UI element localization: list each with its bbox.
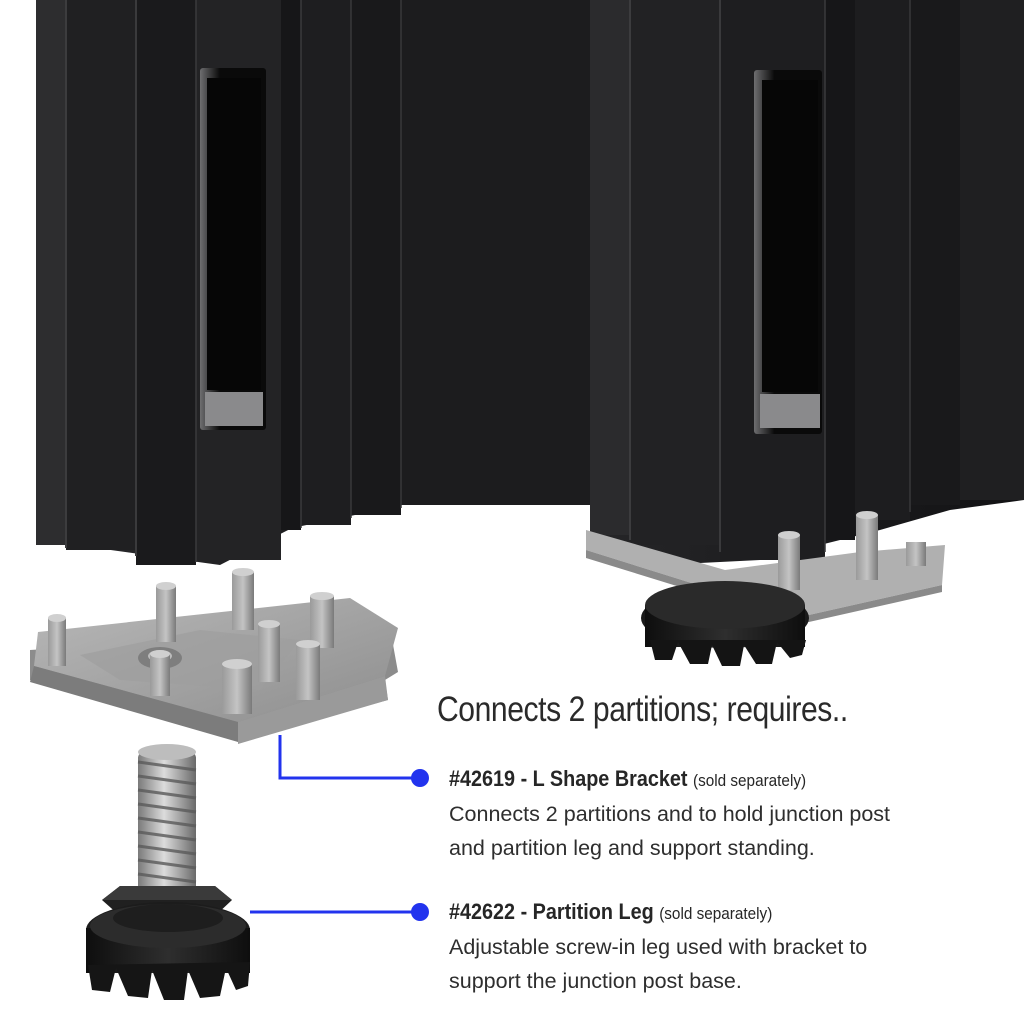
partition-leg (86, 744, 250, 1000)
item-title-partition-leg: #42622 - Partition Leg (sold separately) (449, 899, 772, 925)
description-line: and partition leg and support standing. (449, 836, 815, 860)
description-line: Adjustable screw-in leg used with bracke… (449, 935, 868, 959)
l-shape-bracket (30, 568, 398, 744)
installed-leg-foot (641, 581, 809, 666)
item-title-text: #42622 - Partition Leg (449, 899, 654, 924)
item-description-l-shape-bracket: Connects 2 partitions and to hold juncti… (449, 797, 890, 865)
item-description-partition-leg: Adjustable screw-in leg used with bracke… (449, 930, 867, 998)
headline: Connects 2 partitions; requires.. (437, 690, 848, 729)
description-line: support the junction post base. (449, 969, 742, 993)
sold-separately-note: (sold separately) (692, 771, 807, 790)
item-title-l-shape-bracket: #42619 - L Shape Bracket (sold separatel… (449, 766, 806, 792)
callout-bracket (278, 735, 429, 787)
item-title-text: #42619 - L Shape Bracket (449, 766, 688, 791)
bracket-pegs (48, 568, 334, 714)
callout-leg (250, 903, 429, 921)
right-panel-slot (754, 70, 822, 434)
installed-bracket (586, 511, 945, 624)
description-line: Connects 2 partitions and to hold juncti… (449, 802, 891, 826)
left-partition-panel (36, 0, 591, 565)
left-panel-slot (200, 68, 266, 430)
sold-separately-note: (sold separately) (659, 904, 773, 923)
